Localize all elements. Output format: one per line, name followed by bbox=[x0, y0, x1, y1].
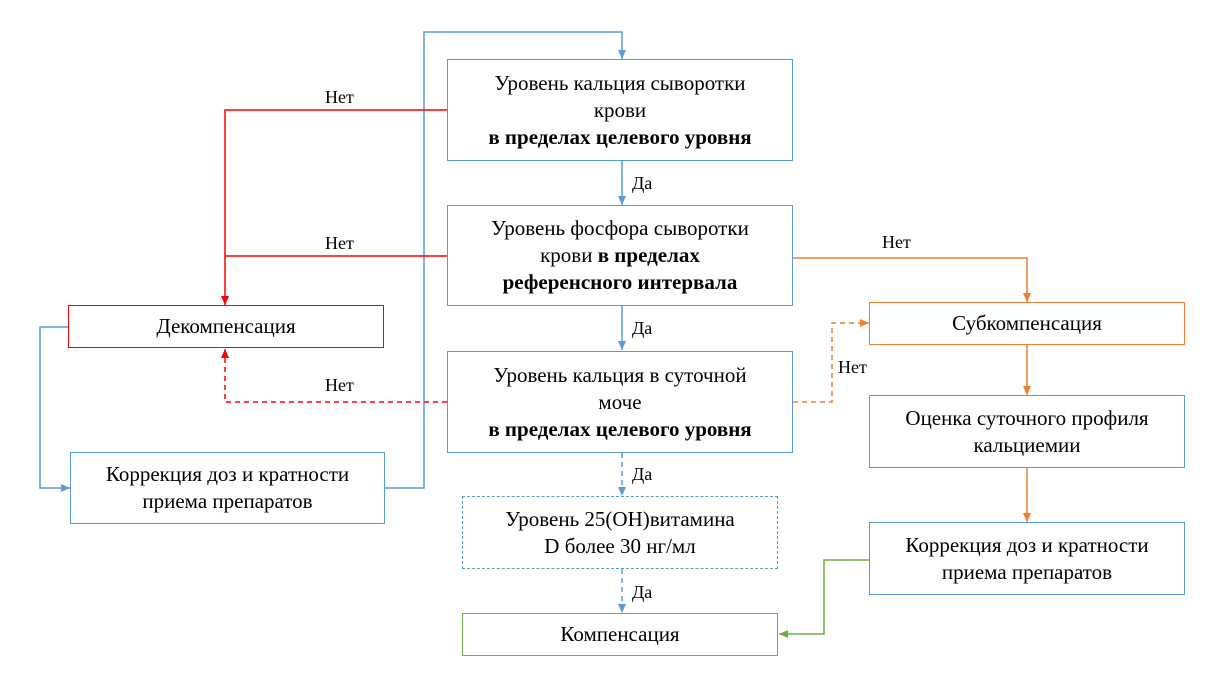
vitamin-d-line1: Уровень 25(OH)витамина bbox=[505, 506, 735, 531]
daily-profile-box: Оценка суточного профиля кальциемии bbox=[869, 395, 1185, 468]
calcium-urine-bold: в пределах целевого уровня bbox=[488, 416, 752, 441]
daily-profile-line1: Оценка суточного профиля bbox=[905, 405, 1149, 430]
label-yes-1: Да bbox=[632, 173, 653, 193]
label-yes-3: Да bbox=[632, 464, 653, 484]
vitamin-d-box: Уровень 25(OH)витамина D более 30 нг/мл bbox=[462, 496, 778, 569]
decompensation-box: Декомпенсация bbox=[68, 305, 384, 348]
label-no-urine-left: Нет bbox=[325, 375, 354, 395]
calcium-blood-box: Уровень кальция сыворотки крови в предел… bbox=[447, 59, 793, 161]
arrow-correction-loop-to-top bbox=[385, 31, 626, 489]
correction-right-line1: Коррекция доз и кратности bbox=[905, 532, 1149, 557]
phosphorus-blood-line1: Уровень фосфора сыворотки bbox=[491, 216, 749, 240]
label-no-phosphorus-left: Нет bbox=[325, 233, 354, 253]
phosphorus-blood-box: Уровень фосфора сыворотки крови в предел… bbox=[447, 205, 793, 306]
correction-left-box: Коррекция доз и кратности приема препара… bbox=[70, 452, 385, 524]
subcompensation-box: Субкомпенсация bbox=[869, 302, 1185, 345]
label-yes-4: Да bbox=[632, 582, 653, 602]
calcium-blood-bold: в пределах целевого уровня bbox=[488, 124, 752, 149]
arrow-phosphorus-no-to-subcompensation bbox=[793, 257, 1031, 302]
label-no-urine-right: Нет bbox=[838, 357, 867, 377]
correction-right-line2: приема препаратов bbox=[941, 559, 1113, 584]
phosphorus-blood-line2-plain: крови bbox=[540, 243, 598, 267]
phosphorus-blood-bold: референсного интервала bbox=[502, 270, 738, 294]
correction-right-box: Коррекция доз и кратности приема препара… bbox=[869, 522, 1185, 595]
calcium-urine-line1: Уровень кальция в суточной bbox=[493, 362, 747, 387]
calcium-urine-line2: моче bbox=[598, 389, 642, 414]
label-yes-2: Да bbox=[632, 318, 653, 338]
arrow-urine-no-to-decompensation bbox=[221, 349, 447, 403]
phosphorus-blood-line2-bold: в пределах bbox=[597, 243, 700, 267]
daily-profile-line2: кальциемии bbox=[973, 432, 1081, 457]
vitamin-d-line2: D более 30 нг/мл bbox=[544, 533, 696, 558]
calcium-blood-line2: крови bbox=[593, 97, 647, 122]
calcium-blood-line1: Уровень кальция сыворотки bbox=[494, 70, 746, 95]
compensation-box: Компенсация bbox=[462, 613, 778, 656]
label-no-calcium: Нет bbox=[325, 87, 354, 107]
subcompensation-text: Субкомпенсация bbox=[952, 311, 1102, 335]
calcium-urine-box: Уровень кальция в суточной моче в предел… bbox=[447, 351, 793, 453]
decompensation-text: Декомпенсация bbox=[156, 314, 296, 338]
phosphorus-blood-line2: крови в пределах bbox=[491, 242, 749, 269]
compensation-text: Компенсация bbox=[560, 622, 680, 646]
correction-left-line2: приема препаратов bbox=[142, 489, 313, 513]
arrow-correction-to-compensation bbox=[779, 559, 869, 638]
arrow-urine-no-to-subcompensation bbox=[793, 319, 869, 403]
arrow-decompensation-to-correction bbox=[39, 326, 70, 492]
label-no-phosphorus-right: Нет bbox=[882, 232, 911, 252]
correction-left-line1: Коррекция доз и кратности bbox=[105, 462, 350, 486]
arrow-calcium-no-to-decompensation bbox=[221, 109, 447, 305]
